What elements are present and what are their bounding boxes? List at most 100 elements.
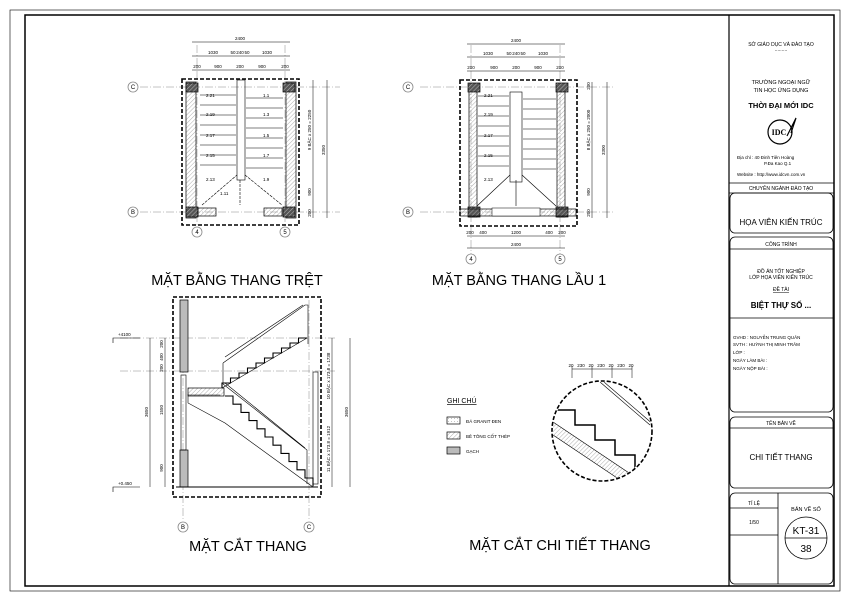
drawing-name: CHI TIẾT THANG (749, 452, 812, 462)
dim-label: 2400 (235, 36, 246, 41)
dim-label: 3300 (601, 144, 606, 155)
sheet-number: 38 (800, 544, 812, 555)
grid-bubble: 5 (558, 257, 562, 263)
topic-label: ĐỀ TÀI (773, 286, 789, 293)
school-line2: TIN HỌC ỨNG DỤNG (754, 87, 809, 94)
stair-detail (551, 368, 653, 482)
legend-title: GHI CHÚ (447, 396, 477, 405)
sheet-label: BẢN VẼ SỐ (791, 506, 821, 513)
plan-floor1-title: MẶT BẰNG THANG LẦU 1 (432, 271, 606, 289)
grid-bubble: C (307, 525, 312, 531)
dim-label: 1030 (483, 51, 494, 56)
step-label: 2.15 (206, 153, 215, 158)
outer-frame (9, 9, 841, 592)
dim-label: 1030 (208, 50, 219, 55)
step-label: 1.7 (263, 153, 270, 158)
address-line2: P.Đa Kao Q.1 (764, 161, 792, 166)
legend-swatch-granite (446, 416, 461, 425)
ministry-label: SỞ GIÁO DỤC VÀ ĐÀO TẠO (748, 41, 814, 48)
step-label: 2.21 (206, 93, 215, 98)
dim-label: 200 (512, 65, 520, 70)
submit-date-label: NGÀY NỘP BÀI : (733, 365, 768, 371)
step-label: 2.21 (484, 93, 493, 98)
class-label: LỚP : (733, 349, 745, 355)
legend-swatch-concrete (446, 431, 461, 440)
dim-label: 400 (545, 230, 553, 235)
website: Website : http://www.idcvn.com.vn (737, 172, 806, 177)
grid-bubble: B (406, 210, 410, 216)
svg-text:IDC: IDC (772, 128, 787, 137)
stair-section (120, 296, 335, 520)
dim-label: 900 (490, 65, 498, 70)
project-line1: ĐỒ ÁN TỐT NGHIỆP (757, 267, 805, 275)
section-title: MẶT CẮT THANG (189, 537, 307, 555)
detail-title: MẶT CẮT CHI TIẾT THANG (469, 536, 651, 554)
title-block: SỞ GIÁO DỤC VÀ ĐÀO TẠO ......... TRƯỜNG … (728, 15, 834, 586)
step-label: 1.11 (220, 191, 229, 196)
dim-label: 9 BẬC x 250 = 2250 (306, 109, 312, 150)
dim-label: 1030 (538, 51, 549, 56)
dim-label: 20 (608, 363, 614, 368)
grid-bubble: B (131, 210, 135, 216)
idc-logo: IDC (767, 117, 797, 145)
legend-item: GẠCH (466, 449, 479, 454)
plan-floor-1: 2.212.192.172.152.13 (420, 45, 615, 255)
dim-label: 2400 (511, 242, 522, 247)
school-name: THỜI ĐẠI MỚI IDC (748, 101, 814, 110)
sheet-code: KT-31 (793, 526, 820, 537)
topic: BIỆT THỰ SỐ ... (751, 300, 811, 310)
dim-label: 1200 (511, 230, 522, 235)
legend-item: ĐÁ GRANIT ĐEN (466, 418, 501, 424)
major-label: CHUYÊN NGÀNH ĐÀO TẠO (749, 184, 813, 192)
step-label: 2.13 (206, 177, 215, 182)
dim-label: 3350 (321, 144, 326, 155)
grid-bubble: 4 (195, 230, 199, 236)
address-line1: Địa chỉ : 40 Đinh Tiên Hoàng (737, 154, 795, 160)
step-label: 2.17 (206, 133, 215, 138)
dim-label: 200 (466, 230, 474, 235)
dim-label: 900 (214, 64, 222, 69)
section-annotations: +4100 +0.450 3650 200 400 200 1550 900 1… (112, 332, 351, 533)
plan-ground-floor: 2.212.192.172.152.131.11.31.51.71.9 (140, 45, 340, 226)
legend-item: BÊ TÔNG CỐT THÉP (466, 432, 510, 439)
dim-label: 2400 (511, 38, 522, 43)
dim-label: 240 (512, 51, 520, 56)
dim-label: 200 (586, 209, 591, 217)
dim-label: 230 (597, 363, 605, 368)
plan-floor1-annotations: C B 4 5 2400 1030 50 240 50 1030 200 900… (402, 38, 608, 265)
dim-label: 50 (244, 50, 250, 55)
dim-label: 230 (577, 363, 585, 368)
dim-label: 200 (236, 64, 244, 69)
dim-label: 200 (193, 64, 201, 69)
step-label: 2.19 (484, 112, 493, 117)
drawing-name-label: TÊN BẢN VẼ (766, 419, 796, 427)
dim-label: 900 (159, 464, 164, 472)
dim-label: 20 (588, 363, 594, 368)
dim-label: 50 (230, 50, 236, 55)
plan-ground-title: MẶT BẰNG THANG TRỆT (151, 271, 323, 289)
step-label: 1.5 (263, 133, 270, 138)
dim-label: 200 (556, 65, 564, 70)
project-label: CÔNG TRÌNH (765, 241, 797, 248)
dim-label: 200 (159, 364, 164, 372)
dim-label: 20 (628, 363, 634, 368)
dim-label: 10 BẬC x 173.8 = 1738 (325, 352, 331, 399)
dim-label: 3650 (344, 406, 349, 417)
grid-bubble: C (131, 85, 136, 91)
svth: SVTH : HUỲNH THỊ MINH TRÂM (733, 341, 800, 347)
svg-text:.........: ......... (775, 47, 788, 53)
grid-bubble: 4 (469, 257, 473, 263)
grid-bubble: 5 (283, 230, 287, 236)
level-marker: +0.450 (118, 481, 132, 486)
dim-label: 900 (307, 188, 312, 196)
gvhd: GVHD : NGUYỄN TRUNG QUÂN (733, 334, 800, 340)
dim-label: 400 (479, 230, 487, 235)
dim-label: 3650 (144, 406, 149, 417)
step-label: 1.1 (263, 93, 270, 98)
step-label: 2.19 (206, 112, 215, 117)
dim-label: 400 (159, 353, 164, 361)
plan-ground-annotations: C B 4 5 2400 1030 50 240 50 1030 200 900… (127, 36, 328, 238)
legend-swatch-brick (446, 446, 461, 455)
scale-label: TỈ LỆ (748, 499, 761, 507)
grid-bubble: B (181, 525, 185, 531)
